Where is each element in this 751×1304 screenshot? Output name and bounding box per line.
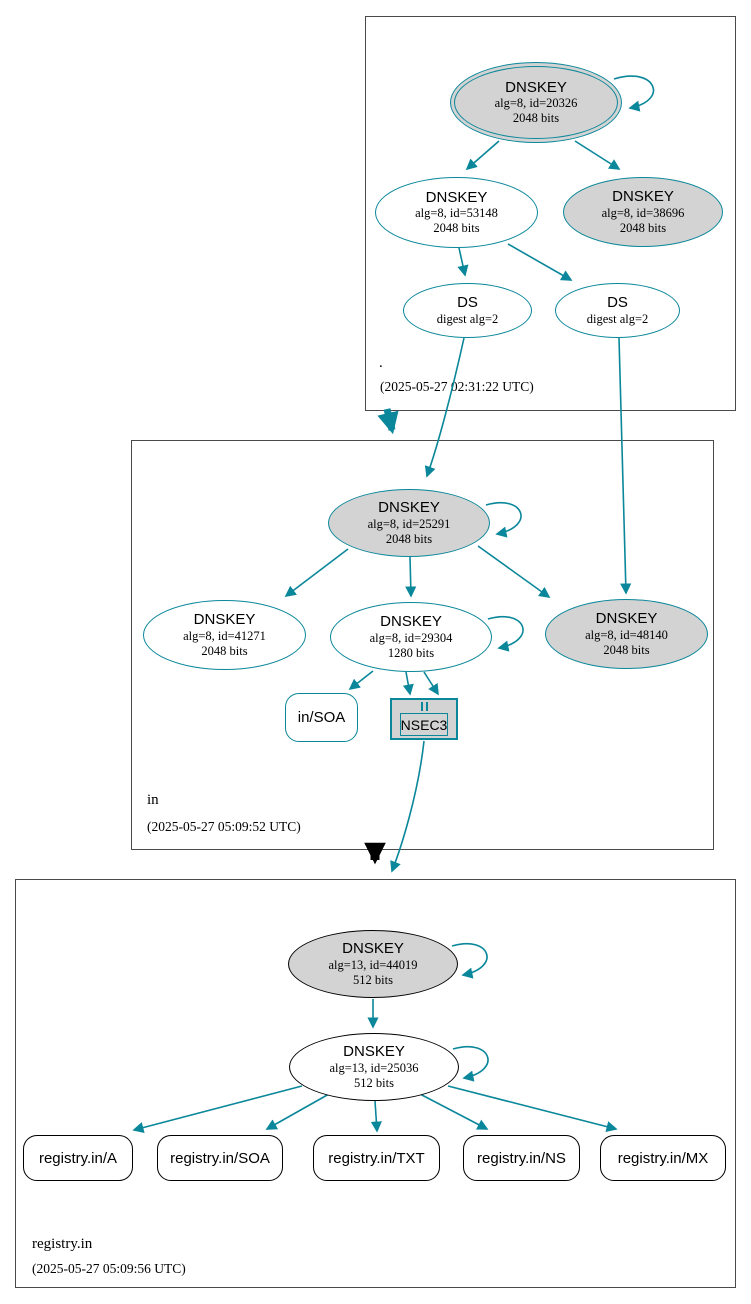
node-title: DNSKEY <box>505 78 567 96</box>
rrset-label: registry.in/TXT <box>328 1149 425 1167</box>
node-detail: digest alg=2 <box>436 311 499 326</box>
zone-label-registry-in: registry.in <box>32 1236 93 1252</box>
node-detail: alg=8, id=48140 <box>585 627 668 642</box>
nsec3-record-cells <box>420 702 428 711</box>
nsec3-label: NSEC3 <box>399 713 449 736</box>
rrset-label: in/SOA <box>297 709 346 726</box>
rrset-node-registry-in-mx[interactable]: registry.in/MX <box>600 1135 726 1181</box>
node-title: DNSKEY <box>425 188 488 206</box>
node-detail: 2048 bits <box>433 221 480 236</box>
dnskey-node-29304[interactable]: DNSKEY alg=8, id=29304 1280 bits <box>330 602 492 672</box>
node-detail: 2048 bits <box>603 642 650 657</box>
node-title: DNSKEY <box>342 940 404 958</box>
node-title: DNSKEY <box>595 610 658 628</box>
dnskey-node-44019[interactable]: DNSKEY alg=13, id=44019 512 bits <box>288 930 458 998</box>
node-title: DS <box>457 294 478 312</box>
zone-timestamp-in: (2025-05-27 05:09:52 UTC) <box>147 819 301 834</box>
nsec3-node[interactable]: NSEC3 <box>390 698 458 740</box>
node-detail: alg=8, id=20326 <box>494 96 578 111</box>
node-detail: 1280 bits <box>387 645 435 660</box>
node-detail: alg=8, id=29304 <box>369 630 453 645</box>
rrset-node-registry-in-a[interactable]: registry.in/A <box>23 1135 133 1181</box>
zone-timestamp-registry-in: (2025-05-27 05:09:56 UTC) <box>32 1261 186 1276</box>
dnskey-node-53148[interactable]: DNSKEY alg=8, id=53148 2048 bits <box>375 177 538 248</box>
ds-node-right[interactable]: DS digest alg=2 <box>555 283 680 338</box>
node-title: DS <box>607 294 628 312</box>
node-title: DNSKEY <box>380 613 442 631</box>
node-detail: alg=8, id=53148 <box>415 206 498 221</box>
zone-box-registry-in <box>15 879 736 1288</box>
node-title: DNSKEY <box>612 188 674 206</box>
node-detail: digest alg=2 <box>586 311 649 326</box>
node-title: DNSKEY <box>378 499 440 517</box>
node-detail: 2048 bits <box>512 111 560 126</box>
rrset-label: registry.in/A <box>38 1149 118 1167</box>
nsec3-cell <box>420 702 423 711</box>
dnskey-node-20326[interactable]: DNSKEY alg=8, id=20326 2048 bits <box>450 62 622 143</box>
zone-timestamp-root: (2025-05-27 02:31:22 UTC) <box>380 379 534 394</box>
node-detail: 512 bits <box>353 972 393 987</box>
node-detail: 512 bits <box>354 1075 394 1090</box>
secure-delegation-arrow <box>377 408 399 435</box>
rrset-label: registry.in/NS <box>477 1149 566 1167</box>
node-detail: alg=8, id=38696 <box>601 205 685 220</box>
dnskey-node-41271[interactable]: DNSKEY alg=8, id=41271 2048 bits <box>143 600 306 670</box>
dnskey-node-38696[interactable]: DNSKEY alg=8, id=38696 2048 bits <box>563 177 723 247</box>
rrset-node-registry-in-txt[interactable]: registry.in/TXT <box>313 1135 440 1181</box>
ds-node-left[interactable]: DS digest alg=2 <box>403 283 532 338</box>
node-detail: alg=13, id=25036 <box>329 1060 419 1075</box>
node-detail: alg=8, id=41271 <box>183 628 266 643</box>
rrset-node-registry-in-soa[interactable]: registry.in/SOA <box>157 1135 283 1181</box>
dnskey-node-48140[interactable]: DNSKEY alg=8, id=48140 2048 bits <box>545 599 708 669</box>
dnskey-node-25291[interactable]: DNSKEY alg=8, id=25291 2048 bits <box>328 489 490 557</box>
nsec3-cell <box>425 702 428 711</box>
node-detail: 2048 bits <box>385 531 433 546</box>
node-title: DNSKEY <box>193 611 256 629</box>
rrset-node-registry-in-ns[interactable]: registry.in/NS <box>463 1135 580 1181</box>
node-detail: alg=13, id=44019 <box>328 957 418 972</box>
node-detail: 2048 bits <box>619 220 667 235</box>
zone-box-root <box>365 16 736 411</box>
zone-label-in: in <box>147 792 159 808</box>
node-detail: 2048 bits <box>201 643 248 658</box>
rrset-label: registry.in/SOA <box>170 1149 270 1167</box>
zone-label-root: . <box>379 355 383 371</box>
node-title: DNSKEY <box>343 1043 405 1061</box>
dnskey-node-25036[interactable]: DNSKEY alg=13, id=25036 512 bits <box>289 1033 459 1101</box>
rrset-node-in-soa[interactable]: in/SOA <box>285 693 358 742</box>
node-detail: alg=8, id=25291 <box>367 516 451 531</box>
rrset-label: registry.in/MX <box>617 1149 709 1167</box>
